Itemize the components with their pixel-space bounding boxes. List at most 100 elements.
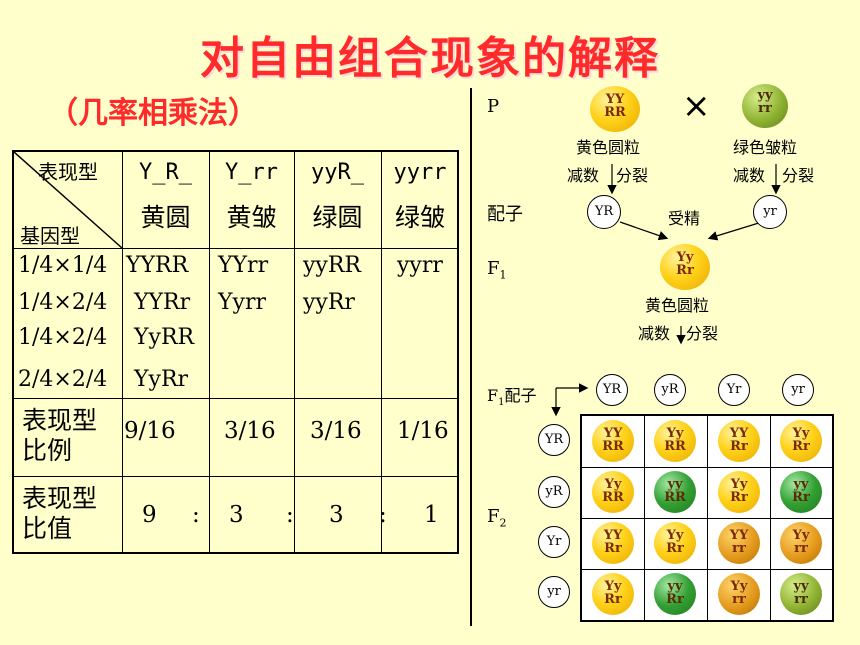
page-title: 对自由组合现象的解释	[200, 33, 660, 84]
f2-seed-bottom: RR	[664, 490, 686, 505]
ratio-value-4: 1/16	[397, 418, 449, 444]
f1-gamete-col-3: Yr	[718, 374, 750, 406]
genotype-phenotype-table: 表现型 基因型 Y_R_ 黄圆 Y_rr 黄皱 yyR_ 绿圆 yyrr 绿皱 …	[12, 150, 459, 554]
ratio-row-label: 表现型比例	[22, 406, 98, 465]
f1-gamete-label-sub: 1	[498, 397, 505, 409]
corner-diagonal	[14, 152, 123, 249]
f2-seed-top: yy	[667, 579, 683, 594]
value-number-4: 1	[424, 502, 439, 528]
f2-seed-bottom: RR	[664, 439, 686, 454]
f2-seed-bottom: rr	[732, 541, 746, 556]
meiosis-label-left-1: 减数	[567, 166, 600, 185]
value-number-1: 9	[142, 502, 157, 528]
f2-seed-top: Yy	[604, 579, 622, 594]
f2-seed-top: Yy	[792, 426, 810, 441]
genotype-col4: yyrr	[397, 253, 443, 278]
header-genotype-3: yyR_	[311, 160, 364, 185]
genotype-col1: YyRr	[134, 367, 189, 392]
parent1-top: YY	[605, 92, 625, 107]
f2-seed-top: Yy	[604, 477, 622, 492]
genotype-col3: yyRR	[303, 253, 361, 278]
table-col-divider	[209, 152, 210, 552]
parent2-seed: yy rr	[742, 84, 788, 128]
f2-seed-bottom: Rr	[730, 490, 748, 505]
genotype-col1: YyRR	[134, 325, 195, 350]
f1-gamete-row-1: YR	[538, 424, 570, 456]
header-phenotype-1: 黄圆	[140, 203, 191, 232]
header-phenotype-4: 绿皱	[394, 203, 445, 232]
f1-gamete-row-3: Yr	[538, 526, 570, 558]
f1-meiosis-left: 减数	[638, 324, 671, 343]
f2-seed-top: YY	[603, 426, 623, 441]
f1-gamete-col-2: yR	[654, 374, 686, 406]
f1-gamete-row-2: yR	[538, 476, 570, 508]
f1-name: 黄色圆粒	[645, 296, 710, 315]
f2-label: F2	[487, 506, 507, 530]
f2-seed-bottom: Rr	[666, 592, 684, 607]
header-phenotype-3: 绿圆	[312, 203, 363, 232]
meiosis-label-left-2: 减数	[733, 166, 766, 185]
cross-sign: ×	[682, 86, 711, 126]
table-row-divider	[14, 248, 457, 249]
gamete-corner-arrows	[551, 383, 589, 417]
genotype-yyrr-col1: YYRR	[126, 253, 189, 278]
f2-seed-top: yy	[793, 579, 809, 594]
f2-seed-top: Yy	[730, 477, 748, 492]
probability-1: 1/4×1/4	[18, 253, 108, 278]
fertilization-label: 受精	[668, 209, 701, 228]
header-genotype-4: yyrr	[393, 160, 447, 185]
f1-label-letter: F	[487, 258, 500, 279]
f2-label-sub: 2	[499, 516, 507, 530]
parent2-gamete: yr	[753, 195, 787, 229]
f2-seed-bottom: RR	[602, 439, 624, 454]
p-generation-label: P	[487, 96, 500, 117]
parent2-top: yy	[757, 88, 773, 103]
f1-gamete-col-1: YR	[596, 374, 628, 406]
f2-seed-top: Yy	[792, 528, 810, 543]
ratio-value-3: 3/16	[310, 418, 362, 444]
corner-genotype-label: 基因型	[20, 224, 80, 248]
f2-label-letter: F	[487, 506, 500, 527]
f1-top: Yy	[676, 250, 694, 265]
value-separator: :	[192, 502, 200, 528]
value-separator: :	[379, 502, 387, 528]
parent2-bottom: rr	[758, 101, 772, 116]
value-number-2: 3	[229, 502, 244, 528]
genotype-col1: YYRr	[134, 290, 191, 315]
meiosis-label-right-2: 分裂	[782, 166, 815, 185]
f1-meiosis-right: 分裂	[686, 324, 719, 343]
probability-3: 1/4×2/4	[18, 325, 108, 350]
page-subtitle: （几率相乘法）	[48, 96, 258, 131]
grid-divider	[582, 467, 832, 468]
f2-seed-bottom: Rr	[792, 490, 810, 505]
value-row-label: 表现型比值	[22, 484, 98, 543]
f2-seed-top: YY	[729, 528, 749, 543]
f1-gamete-row-4: yr	[538, 576, 570, 608]
probability-2: 1/4×2/4	[18, 290, 108, 315]
parent1-gamete: YR	[587, 195, 621, 229]
f2-seed-top: Yy	[730, 579, 748, 594]
value-number-3: 3	[329, 502, 344, 528]
f2-seed-bottom: rr	[794, 541, 808, 556]
meiosis-label-right-1: 分裂	[616, 166, 649, 185]
probability-4: 2/4×2/4	[18, 367, 108, 392]
table-row-divider	[14, 476, 457, 477]
header-genotype-2: Y_rr	[225, 160, 278, 185]
f2-seed-bottom: RR	[602, 490, 624, 505]
f1-gamete-label-letter: F	[487, 386, 499, 405]
f2-seed-top: yy	[667, 477, 683, 492]
f2-seed-bottom: rr	[732, 592, 746, 607]
f2-seed-top: YY	[729, 426, 749, 441]
table-col-divider	[381, 152, 382, 552]
